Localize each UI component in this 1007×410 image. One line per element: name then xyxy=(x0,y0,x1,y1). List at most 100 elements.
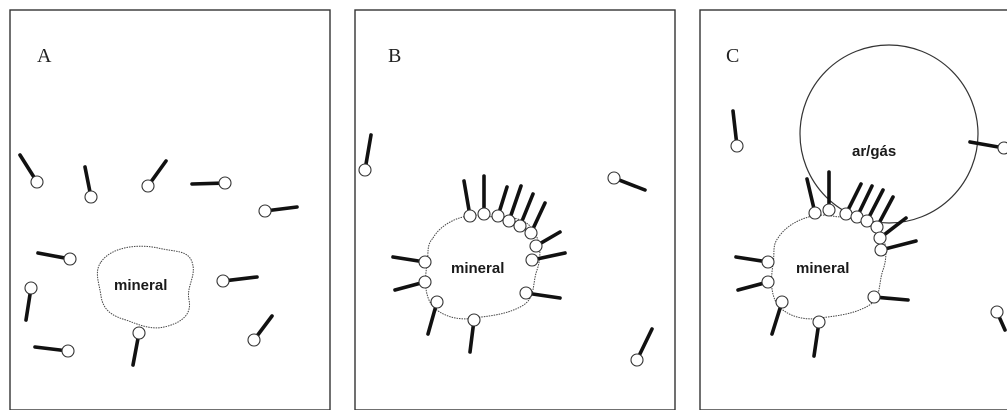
panel-a: A mineral xyxy=(10,10,330,410)
collector-molecule xyxy=(395,276,431,290)
hydrophobic-tail xyxy=(540,232,560,243)
polar-head xyxy=(478,208,490,220)
polar-head xyxy=(25,282,37,294)
hydrophobic-tail xyxy=(192,183,220,184)
hydrophobic-tail xyxy=(807,179,814,208)
collector-molecule xyxy=(464,181,476,222)
bubble-label: ar/gás xyxy=(852,143,896,160)
collector-molecule xyxy=(393,256,431,268)
hydrophobic-tail xyxy=(533,203,545,228)
hydrophobic-tail xyxy=(639,329,652,355)
hydrophobic-tail xyxy=(257,316,272,336)
hydrophobic-tail xyxy=(736,257,763,261)
collector-molecule xyxy=(631,329,652,366)
hydrophobic-tail xyxy=(428,307,436,334)
collector-molecule xyxy=(259,205,297,217)
collector-molecule xyxy=(85,167,97,203)
hydrophobic-tail xyxy=(228,277,257,280)
hydrophobic-tail xyxy=(537,253,565,259)
hydrophobic-tail xyxy=(470,325,473,352)
hydrophobic-tail xyxy=(38,253,65,258)
hydrophobic-tail xyxy=(85,167,90,192)
panel-a-letter: A xyxy=(37,45,52,67)
polar-head xyxy=(31,176,43,188)
polar-head xyxy=(259,205,271,217)
panel-b-frame xyxy=(355,10,675,410)
collector-molecule xyxy=(608,172,645,190)
polar-head xyxy=(64,253,76,265)
polar-head xyxy=(530,240,542,252)
polar-head xyxy=(809,207,821,219)
polar-head xyxy=(248,334,260,346)
polar-head xyxy=(874,232,886,244)
hydrophobic-tail xyxy=(35,347,63,350)
collector-molecule xyxy=(736,256,774,268)
hydrophobic-tail xyxy=(531,294,560,298)
polar-head xyxy=(998,142,1007,154)
polar-head xyxy=(217,275,229,287)
collector-molecule xyxy=(772,296,788,334)
polar-head xyxy=(419,276,431,288)
hydrophobic-tail xyxy=(999,317,1005,330)
polar-head xyxy=(813,316,825,328)
polar-head xyxy=(526,254,538,266)
collector-molecule xyxy=(526,253,565,266)
collector-molecule xyxy=(991,306,1005,330)
polar-head xyxy=(871,221,883,233)
polar-head xyxy=(464,210,476,222)
hydrophobic-tail xyxy=(270,207,297,210)
hydrophobic-tail xyxy=(26,293,30,320)
panel-c-letter: C xyxy=(726,45,739,67)
air-bubble xyxy=(800,45,978,223)
collector-molecule xyxy=(813,316,825,356)
polar-head xyxy=(219,177,231,189)
hydrophobic-tail xyxy=(20,155,34,178)
hydrophobic-tail xyxy=(814,327,818,356)
polar-head xyxy=(520,287,532,299)
hydrophobic-tail xyxy=(511,186,521,216)
polar-head xyxy=(608,172,620,184)
hydrophobic-tail xyxy=(464,181,469,211)
collector-molecule xyxy=(25,282,37,320)
polar-head xyxy=(840,208,852,220)
collector-molecule xyxy=(133,327,145,365)
collector-molecule xyxy=(248,316,272,346)
hydrophobic-tail xyxy=(366,135,371,165)
polar-head xyxy=(514,220,526,232)
collector-molecule xyxy=(868,291,908,303)
collector-molecule xyxy=(142,161,166,192)
mineral-label: mineral xyxy=(451,260,504,277)
collector-molecule xyxy=(520,287,560,299)
polar-head xyxy=(85,191,97,203)
hydrophobic-tail xyxy=(886,241,916,249)
hydrophobic-tail xyxy=(619,180,645,190)
collector-molecule xyxy=(38,253,76,265)
polar-head xyxy=(525,227,537,239)
polar-head xyxy=(731,140,743,152)
polar-head xyxy=(762,276,774,288)
hydrophobic-tail xyxy=(393,257,420,261)
hydrophobic-tail xyxy=(499,187,507,211)
hydrophobic-tail xyxy=(522,194,533,221)
hydrophobic-tail xyxy=(151,161,166,182)
polar-head xyxy=(468,314,480,326)
polar-head xyxy=(492,210,504,222)
polar-head xyxy=(419,256,431,268)
hydrophobic-tail xyxy=(738,283,763,290)
collector-molecule xyxy=(359,135,371,176)
polar-head xyxy=(991,306,1003,318)
collector-molecule xyxy=(192,177,231,189)
panel-c: C ar/gás mineral xyxy=(700,10,1007,410)
collector-molecule xyxy=(731,111,743,152)
hydrophobic-tail xyxy=(133,338,138,365)
collector-molecule xyxy=(35,345,74,357)
polar-head xyxy=(868,291,880,303)
hydrophobic-tail xyxy=(772,307,781,334)
polar-head xyxy=(359,164,371,176)
hydrophobic-tail xyxy=(395,283,420,290)
polar-head xyxy=(631,354,643,366)
polar-head xyxy=(431,296,443,308)
polar-head xyxy=(823,204,835,216)
hydrophobic-tail xyxy=(879,297,908,300)
